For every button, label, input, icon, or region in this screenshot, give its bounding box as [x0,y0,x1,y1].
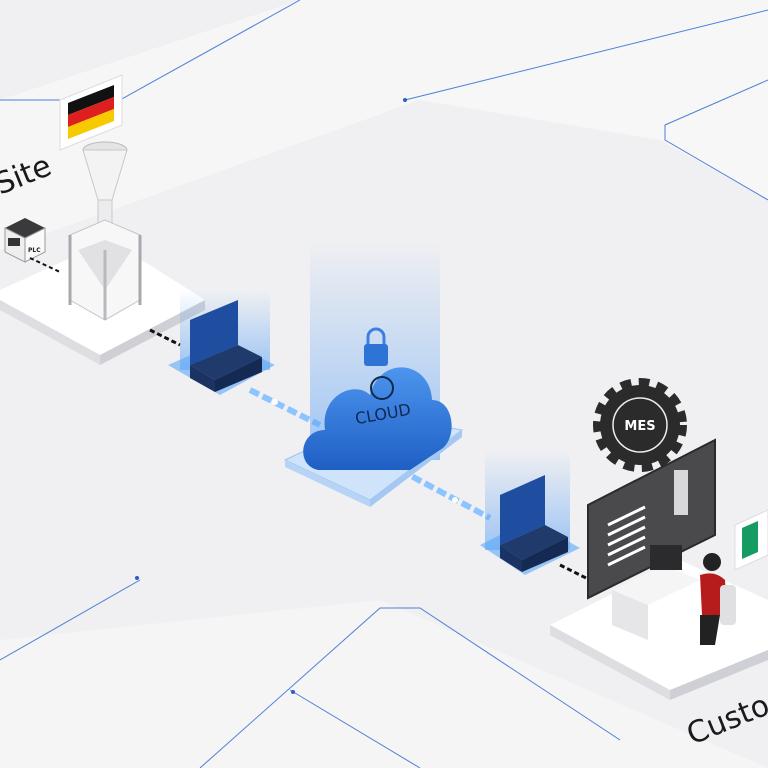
edge-device-site [168,290,275,395]
plc-label: PLC [28,247,41,254]
data-links [149,328,591,582]
customer-label: Custo [682,688,768,753]
ireland-flag [734,509,768,571]
edge-device-customer [480,450,580,575]
mes-dashboard-screen [587,438,716,600]
cloud-hub: CLOUD [283,240,464,507]
plc-device: PLC [4,218,61,273]
mes-label: MES [624,419,655,434]
operator-desk [612,545,736,645]
lock-icon [364,327,388,366]
mes-gear: MES [593,378,687,472]
germany-flag [59,74,123,151]
silo-tower [68,141,142,321]
cloud-icon [303,367,452,470]
